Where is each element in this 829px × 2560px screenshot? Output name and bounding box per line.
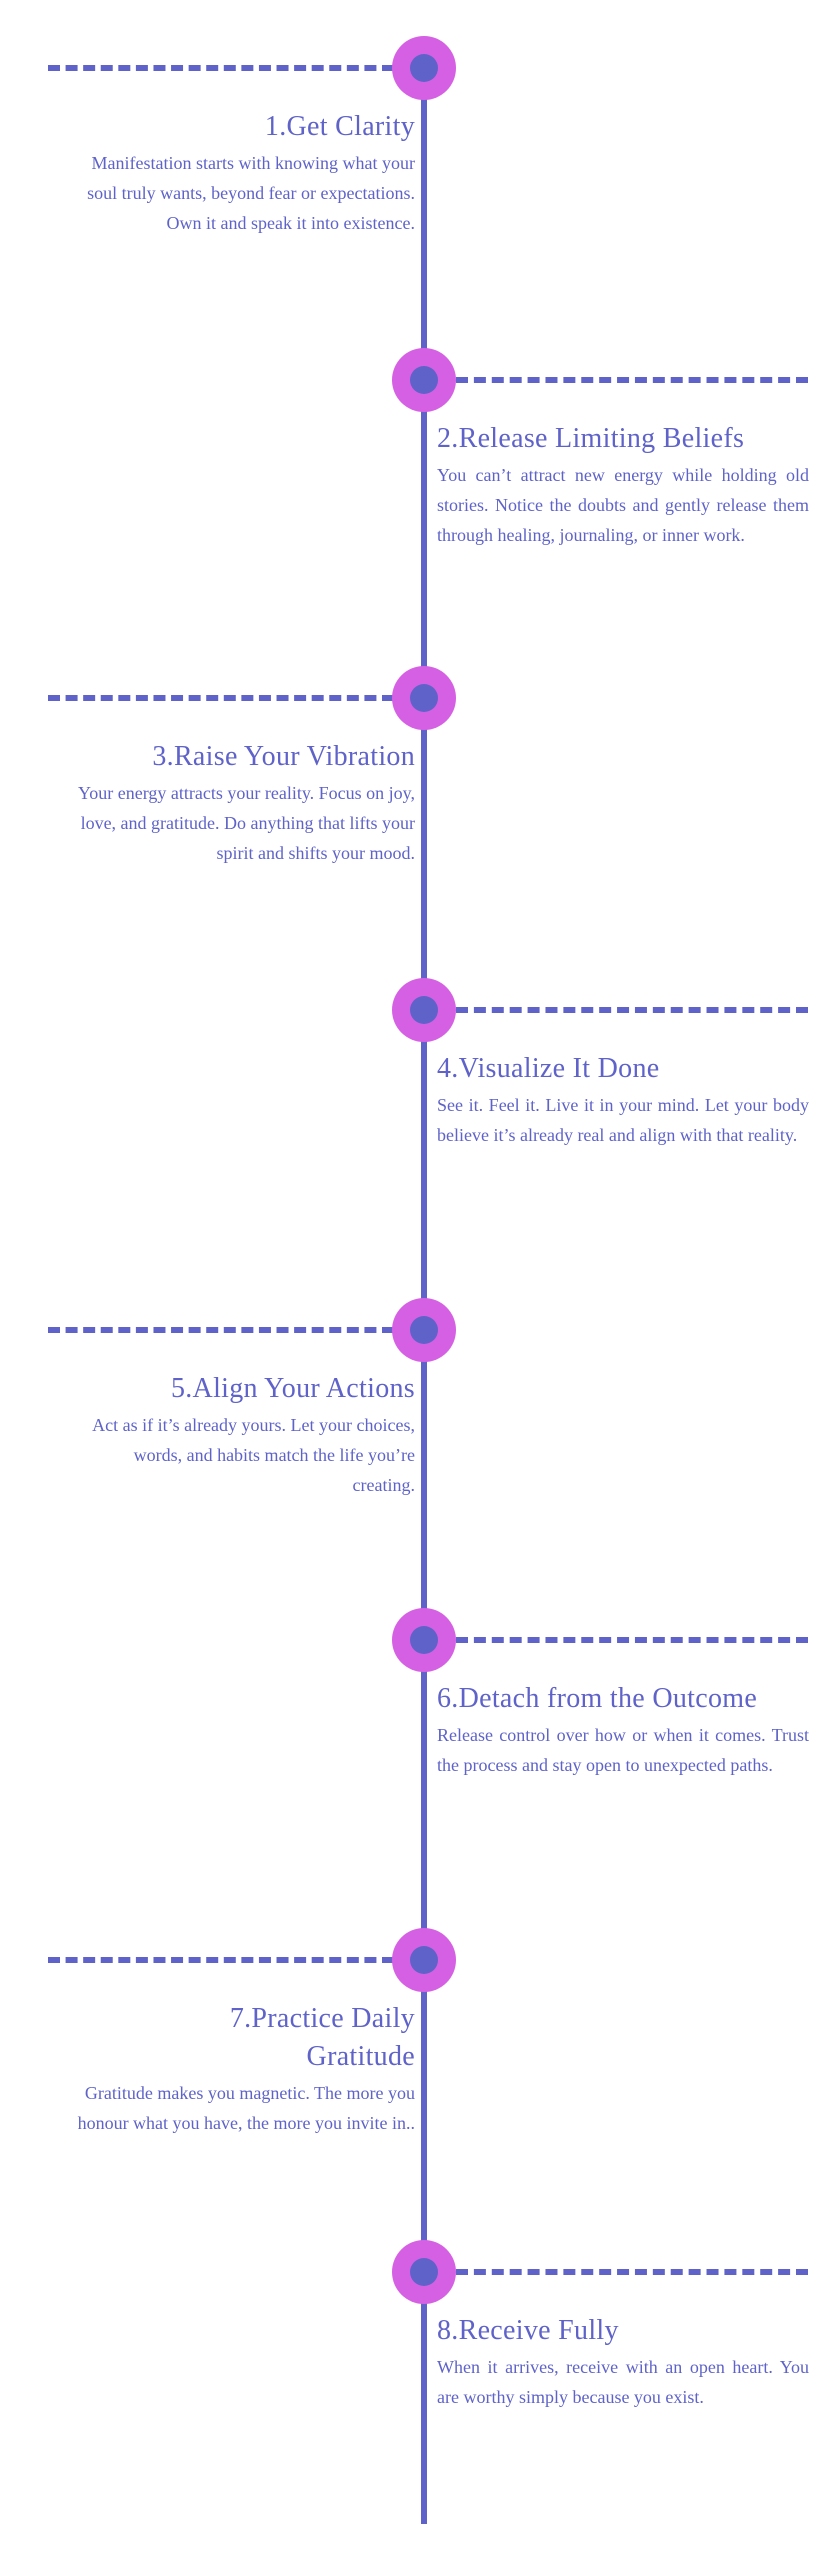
node-dot-icon — [410, 1626, 438, 1654]
node-dot-icon — [410, 54, 438, 82]
timeline-node-1 — [392, 36, 456, 100]
step-title: 4.Visualize It Done — [437, 1053, 660, 1084]
node-dot-icon — [410, 1316, 438, 1344]
step-description: Release control over how or when it come… — [437, 1725, 809, 1775]
step-description: Gratitude makes you magnetic. The more y… — [77, 2083, 415, 2133]
timeline-node-7 — [392, 1928, 456, 1992]
node-dot-icon — [410, 996, 438, 1024]
step-title: 8.Receive Fully — [437, 2315, 619, 2346]
step-description: Your energy attracts your reality. Focus… — [78, 783, 415, 863]
step-description: Act as if it’s already yours. Let your c… — [92, 1415, 415, 1495]
timeline-spine — [421, 68, 427, 2524]
connector-dash-8 — [456, 2269, 808, 2275]
step-title: 3.Raise Your Vibration — [152, 741, 415, 772]
step-description: See it. Feel it. Live it in your mind. L… — [437, 1095, 809, 1145]
connector-dash-2 — [456, 377, 808, 383]
step-title: 2.Release Limiting Beliefs — [437, 423, 745, 454]
step-description: Manifestation starts with knowing what y… — [87, 153, 415, 233]
step-title: 5.Align Your Actions — [170, 1373, 415, 1404]
timeline-node-8 — [392, 2240, 456, 2304]
connector-dash-3 — [48, 695, 394, 701]
node-dot-icon — [410, 684, 438, 712]
node-dot-icon — [410, 1946, 438, 1974]
connector-dash-7 — [48, 1957, 394, 1963]
step-description: You can’t attract new energy while holdi… — [437, 465, 809, 545]
connector-dash-1 — [48, 65, 394, 71]
timeline-node-5 — [392, 1298, 456, 1362]
step-title: 7.Practice Daily Gratitude — [229, 2003, 415, 2072]
timeline-node-6 — [392, 1608, 456, 1672]
connector-dash-5 — [48, 1327, 394, 1333]
node-dot-icon — [410, 2258, 438, 2286]
timeline-node-2 — [392, 348, 456, 412]
step-description: When it arrives, receive with an open he… — [437, 2357, 809, 2407]
timeline-node-4 — [392, 978, 456, 1042]
connector-dash-4 — [456, 1007, 808, 1013]
node-dot-icon — [410, 366, 438, 394]
step-title: 6.Detach from the Outcome — [437, 1683, 758, 1714]
step-title: 1.Get Clarity — [264, 111, 415, 142]
timeline-node-3 — [392, 666, 456, 730]
connector-dash-6 — [456, 1637, 808, 1643]
